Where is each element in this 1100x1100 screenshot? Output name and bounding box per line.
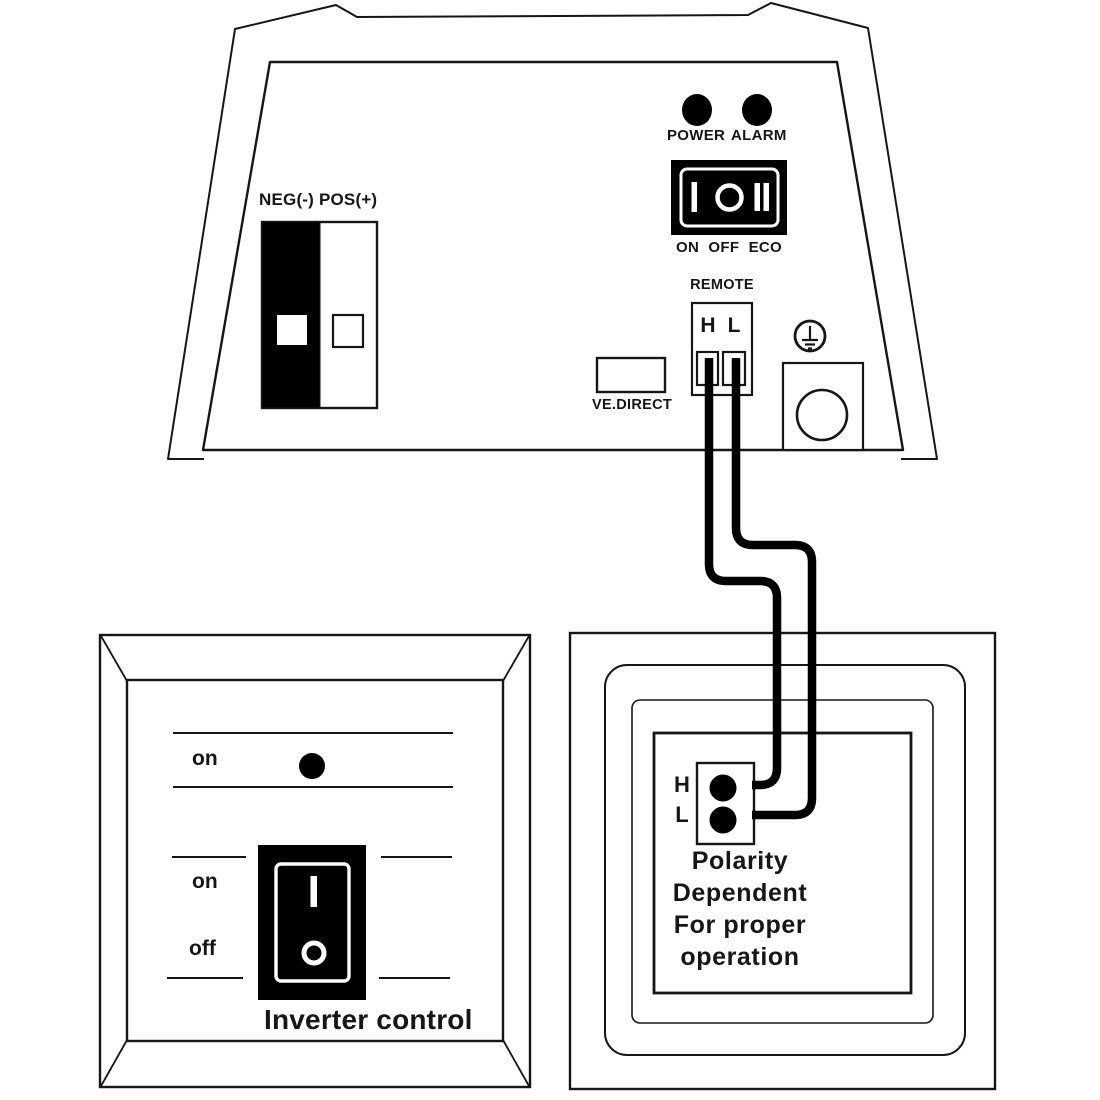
control-panel-rocker-switch [258, 845, 366, 1000]
power-led-label: POWER [667, 127, 726, 144]
inverter-case-outline [167, 2, 938, 460]
alarm-led [742, 94, 772, 126]
cp-rocker-on-mark-i [310, 876, 317, 907]
neg-terminal-hole [277, 315, 307, 345]
ac-output-block [781, 361, 865, 452]
ground-icon [793, 319, 827, 353]
wire-l [731, 358, 817, 820]
polarity-note-line: operation [680, 943, 800, 971]
remote-panel-h-label: H [674, 772, 690, 797]
main-switch-eco-label: ECO [748, 239, 782, 256]
polarity-note-line: Dependent [672, 879, 808, 907]
main-switch-off-label: OFF [708, 239, 740, 256]
remote-panel-frame-2 [604, 664, 966, 1056]
control-panel-on-label: on [192, 870, 218, 893]
control-panel-led-label: on [192, 747, 218, 770]
pos-terminal-hole [331, 313, 365, 349]
control-panel-inner-frame [125, 678, 505, 1043]
inverter-unit [167, 2, 938, 460]
ground-icon-circle [793, 319, 827, 353]
remote-terminal-l-label: L [727, 314, 741, 337]
control-panel-caption: Inverter control [264, 1004, 473, 1035]
rocker-body [671, 160, 787, 235]
main-rocker-switch [671, 160, 787, 235]
ground-icon-glyph [802, 326, 818, 350]
rocker-on-mark-i [691, 182, 697, 212]
remote-connector-label: REMOTE [690, 277, 754, 293]
remote-panel-terminal-block [695, 761, 756, 846]
ve-direct-port [595, 356, 667, 394]
cp-rocker-bezel [274, 862, 351, 983]
control-panel-bevels [100, 635, 530, 1087]
remote-panel-frame-1 [568, 631, 997, 1091]
remote-panel-frame-3 [631, 699, 934, 1024]
remote-switch-panel [568, 631, 997, 1091]
control-panel-switch-rules [167, 856, 452, 979]
cp-rocker-off-mark-o [301, 940, 327, 966]
rocker-off-mark-o [715, 183, 744, 212]
polarity-note: Polarity Dependent For proper operation [654, 845, 826, 973]
rocker-bezel [679, 167, 780, 228]
ac-output-hole [795, 388, 849, 442]
polarity-note-line: For proper [673, 911, 807, 939]
rocker-eco-mark-ii-a [754, 183, 760, 211]
remote-panel-frame-4 [652, 731, 913, 995]
inverter-control-panel [98, 633, 532, 1089]
polarity-note-line: Polarity [691, 847, 789, 875]
rocker-eco-mark-ii-b [763, 183, 769, 211]
alarm-led-label: ALARM [731, 127, 787, 144]
ve-direct-label: VE.DIRECT [591, 397, 673, 413]
control-panel-led-rules [173, 732, 453, 788]
battery-terminals-label: NEG(-) POS(+) [259, 190, 378, 209]
main-switch-on-label: ON [676, 239, 700, 256]
battery-terminal-block [260, 220, 379, 410]
control-panel-led [299, 753, 325, 779]
hl-terminal-h-dot [709, 774, 737, 802]
wire-h [704, 358, 782, 790]
control-panel-off-label: off [189, 937, 216, 960]
remote-terminal-h-label: H [700, 314, 716, 337]
main-switch-position-labels: ON OFF ECO [676, 240, 782, 255]
power-led [682, 94, 712, 126]
remote-panel-l-label: L [675, 802, 689, 827]
remote-wiring [704, 358, 817, 820]
ac-output-body [781, 361, 865, 452]
hl-terminal-l-dot [709, 806, 737, 834]
